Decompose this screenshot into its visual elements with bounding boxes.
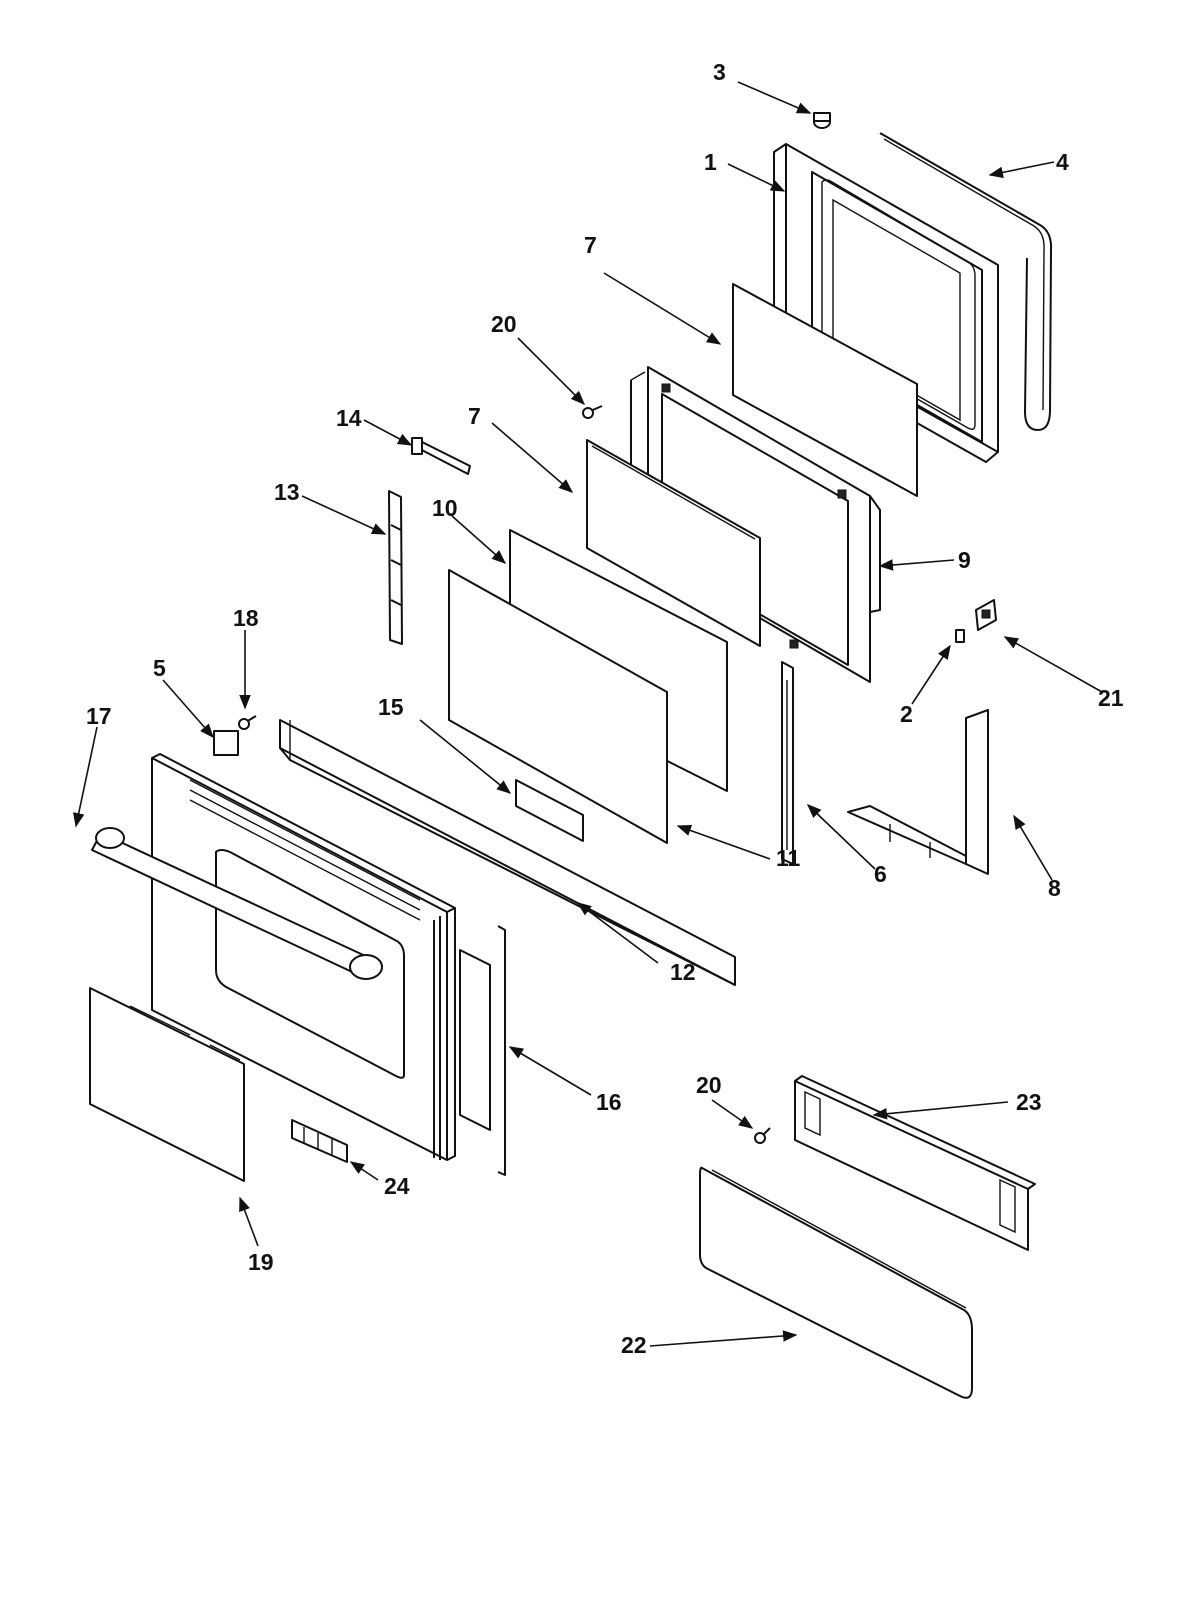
part-9-window-frame	[630, 366, 881, 683]
leader-8	[1013, 814, 1053, 881]
leader-1	[727, 163, 786, 192]
leader-13	[301, 495, 387, 535]
part-5-plate	[213, 730, 239, 756]
part-2-clip	[955, 629, 965, 643]
callout-7a: 7	[584, 232, 597, 258]
leader-7b	[491, 422, 574, 493]
callout-1: 1	[704, 149, 717, 175]
part-24-badge	[291, 1119, 348, 1163]
leader-21	[1003, 636, 1103, 693]
part-16-outer-door	[151, 753, 506, 1176]
callout-21: 21	[1098, 685, 1124, 711]
leader-11	[676, 824, 771, 860]
part-1-inner-door-panel	[773, 143, 999, 463]
part-22-drawer-front	[699, 1166, 973, 1399]
callout-16: 16	[596, 1089, 622, 1115]
part-11-glass-front	[448, 569, 668, 844]
part-20-screw-upper	[582, 405, 603, 419]
callout-11: 11	[776, 845, 801, 871]
leader-lines	[73, 81, 1103, 1347]
leader-3	[737, 81, 812, 114]
leader-17	[73, 726, 98, 828]
part-7-glass-upper	[732, 283, 918, 497]
leader-9	[878, 559, 955, 571]
callout-24: 24	[384, 1173, 410, 1199]
callout-labels: 3 4 1 7 20 14 7 13 10 9 18 5 21 2 17 15 …	[86, 59, 1124, 1358]
callout-20b: 20	[696, 1072, 722, 1098]
callout-19: 19	[248, 1249, 274, 1275]
leader-4	[988, 161, 1055, 179]
leader-16	[508, 1046, 592, 1096]
callout-23: 23	[1016, 1089, 1042, 1115]
part-19-window-panel	[89, 987, 245, 1182]
part-20-screw-lower	[754, 1127, 771, 1144]
callout-18: 18	[233, 605, 259, 631]
leader-14	[363, 419, 413, 446]
leader-10	[451, 515, 507, 564]
leader-2	[911, 644, 951, 705]
callout-15: 15	[378, 694, 404, 720]
leader-12	[576, 902, 659, 964]
leader-20a	[517, 337, 586, 406]
callout-17: 17	[86, 703, 112, 729]
part-23-drawer-inner	[794, 1075, 1036, 1251]
part-15-bracket	[515, 779, 584, 842]
leader-22	[649, 1330, 798, 1347]
part-3-plug	[813, 112, 831, 129]
callout-4: 4	[1056, 149, 1069, 175]
part-4-gasket	[879, 132, 1053, 431]
part-8-l-bracket	[847, 709, 989, 875]
part-14-hinge-latch	[411, 437, 471, 475]
part-21-latch-bracket	[975, 599, 997, 631]
part-18-screw	[238, 715, 257, 730]
part-13-hinge-bracket	[388, 490, 403, 645]
leader-5	[162, 679, 214, 739]
callout-8: 8	[1048, 875, 1061, 901]
callout-2: 2	[900, 701, 913, 727]
leader-7a	[603, 272, 722, 345]
callout-12: 12	[670, 959, 696, 985]
callout-3: 3	[713, 59, 726, 85]
part-7-glass-lower	[586, 439, 761, 647]
callout-13: 13	[274, 479, 300, 505]
leader-15	[419, 719, 512, 794]
leader-23	[872, 1101, 1009, 1120]
leader-24	[349, 1161, 379, 1181]
leader-6	[806, 804, 876, 870]
callout-9: 9	[958, 547, 971, 573]
leader-19	[239, 1196, 259, 1247]
callout-5: 5	[153, 655, 166, 681]
callout-10: 10	[432, 495, 458, 521]
callout-6: 6	[874, 861, 887, 887]
part-6-side-channel	[781, 661, 794, 865]
callout-7b: 7	[468, 403, 481, 429]
part-17-handle	[91, 827, 383, 980]
callout-22: 22	[621, 1332, 647, 1358]
callout-20a: 20	[491, 311, 517, 337]
callout-14: 14	[336, 405, 362, 431]
leader-20b	[711, 1099, 754, 1129]
